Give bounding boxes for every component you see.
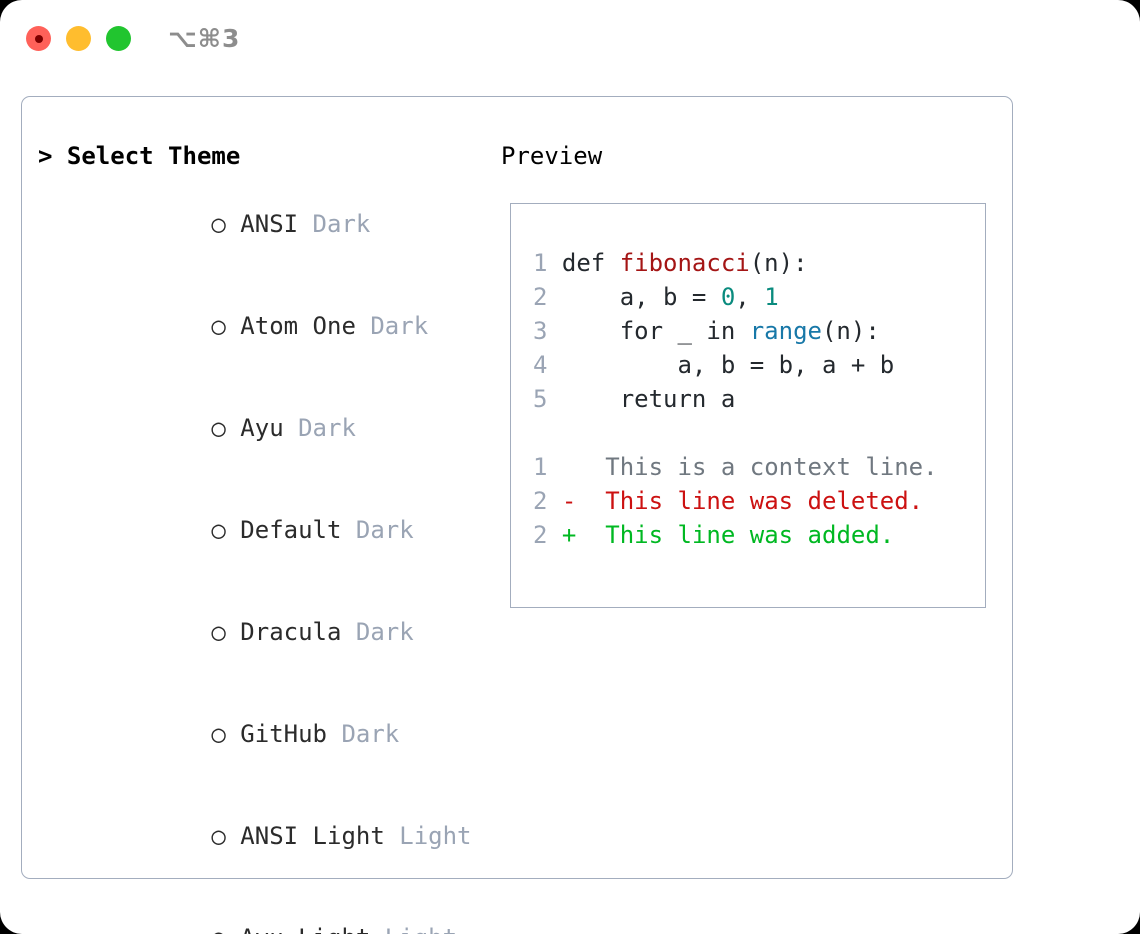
diff-sign: + (561, 521, 577, 549)
code-token-number: 0 (720, 283, 736, 311)
line-number: 2 (533, 521, 548, 549)
code-token-number: 1 (764, 283, 779, 311)
code-token: a, b = (561, 283, 721, 311)
theme-option-label: Atom One (240, 312, 356, 340)
line-number: 2 (533, 283, 548, 311)
code-token-builtin: range (749, 317, 822, 345)
preview-header: Preview (501, 142, 603, 170)
diff-sign (562, 453, 576, 481)
code-token: def (561, 249, 620, 277)
code-line: 1 def fibonacci(n): (533, 246, 973, 280)
radio-icon: ○ (211, 312, 226, 340)
window-controls (26, 26, 131, 51)
code-line: 2 a, b = 0, 1 (533, 280, 973, 314)
theme-option-tag: Light (385, 924, 457, 934)
radio-icon: ○ (211, 618, 226, 646)
title-bar: ⌥⌘3 (0, 0, 1140, 78)
theme-option-ayu-light[interactable]: ○ Ayu Light Light (38, 887, 498, 934)
theme-option-tag: Dark (355, 618, 414, 646)
theme-option-tag: Dark (341, 720, 400, 748)
theme-option-label: Ayu (240, 414, 284, 442)
theme-option-label: Ayu Light (240, 924, 370, 934)
main-panel: > Select Theme ○ ANSI Dark ○ Atom One Da… (21, 96, 1013, 934)
theme-option-ayu-dark[interactable]: ○ Ayu Dark (38, 377, 498, 479)
keyboard-shortcut-label: ⌥⌘3 (168, 24, 241, 53)
preview-column: Preview (501, 139, 1001, 207)
diff-text: This is a context line. (605, 453, 938, 481)
theme-option-dracula-dark[interactable]: ○ Dracula Dark (38, 581, 498, 683)
radio-icon: ○ (211, 822, 226, 850)
diff-line-deleted: 2 - This line was deleted. (533, 484, 973, 518)
line-number: 1 (533, 249, 548, 277)
line-number: 3 (533, 317, 548, 345)
minimize-button[interactable] (66, 26, 91, 51)
radio-icon: ○ (211, 720, 226, 748)
theme-option-atom-one-dark[interactable]: ○ Atom One Dark (38, 275, 498, 377)
theme-option-label: Dracula (240, 618, 342, 646)
diff-text: This line was deleted. (605, 487, 924, 515)
select-theme-header: > Select Theme (38, 142, 241, 170)
diff-line-added: 2 + This line was added. (533, 518, 973, 552)
preview-panel: 1 def fibonacci(n): 2 a, b = 0, 1 3 for … (510, 203, 986, 608)
code-token: a, b = b, a + b (561, 351, 895, 379)
theme-option-label: Default (240, 516, 342, 544)
code-token-function: fibonacci (619, 249, 750, 277)
code-line: 3 for _ in range(n): (533, 314, 973, 348)
code-sample: 1 def fibonacci(n): 2 a, b = 0, 1 3 for … (533, 246, 973, 552)
theme-option-list: ○ ANSI Dark ○ Atom One Dark ○ Ayu Dark ○… (38, 173, 498, 934)
line-number: 4 (533, 351, 548, 379)
radio-icon: ○ (211, 210, 226, 238)
line-number: 5 (533, 385, 548, 413)
theme-option-tag: Light (399, 822, 472, 850)
radio-icon: ○ (211, 414, 226, 442)
diff-text: This line was added. (605, 521, 895, 549)
radio-icon: ○ (211, 924, 225, 934)
code-token: for _ in (561, 317, 750, 345)
code-token: (n): (749, 249, 808, 277)
theme-option-label: ANSI (240, 210, 299, 238)
code-line: 5 return a (533, 382, 973, 416)
theme-option-ansi-dark[interactable]: ○ ANSI Dark (38, 173, 498, 275)
diff-sign: - (561, 487, 577, 515)
line-number: 2 (533, 487, 548, 515)
line-number: 1 (533, 453, 548, 481)
code-token: return a (561, 385, 736, 413)
code-diff-separator (533, 416, 973, 450)
theme-option-label: ANSI Light (240, 822, 385, 850)
theme-option-tag: Dark (355, 516, 414, 544)
theme-option-label: GitHub (240, 720, 327, 748)
theme-option-tag: Dark (370, 312, 429, 340)
maximize-button[interactable] (106, 26, 131, 51)
theme-option-ansi-light[interactable]: ○ ANSI Light Light (38, 785, 498, 887)
radio-icon: ○ (211, 516, 226, 544)
close-button[interactable] (26, 26, 51, 51)
theme-option-tag: Dark (298, 414, 356, 442)
theme-selector-column: > Select Theme ○ ANSI Dark ○ Atom One Da… (38, 139, 498, 934)
theme-option-github-dark[interactable]: ○ GitHub Dark (38, 683, 498, 785)
theme-option-default-dark[interactable]: ○ Default Dark (38, 479, 498, 581)
code-token: (n): (821, 317, 880, 345)
code-token: , (735, 283, 765, 311)
diff-line-context: 1 This is a context line. (533, 450, 973, 484)
code-line: 4 a, b = b, a + b (533, 348, 973, 382)
theme-option-tag: Dark (312, 210, 371, 238)
